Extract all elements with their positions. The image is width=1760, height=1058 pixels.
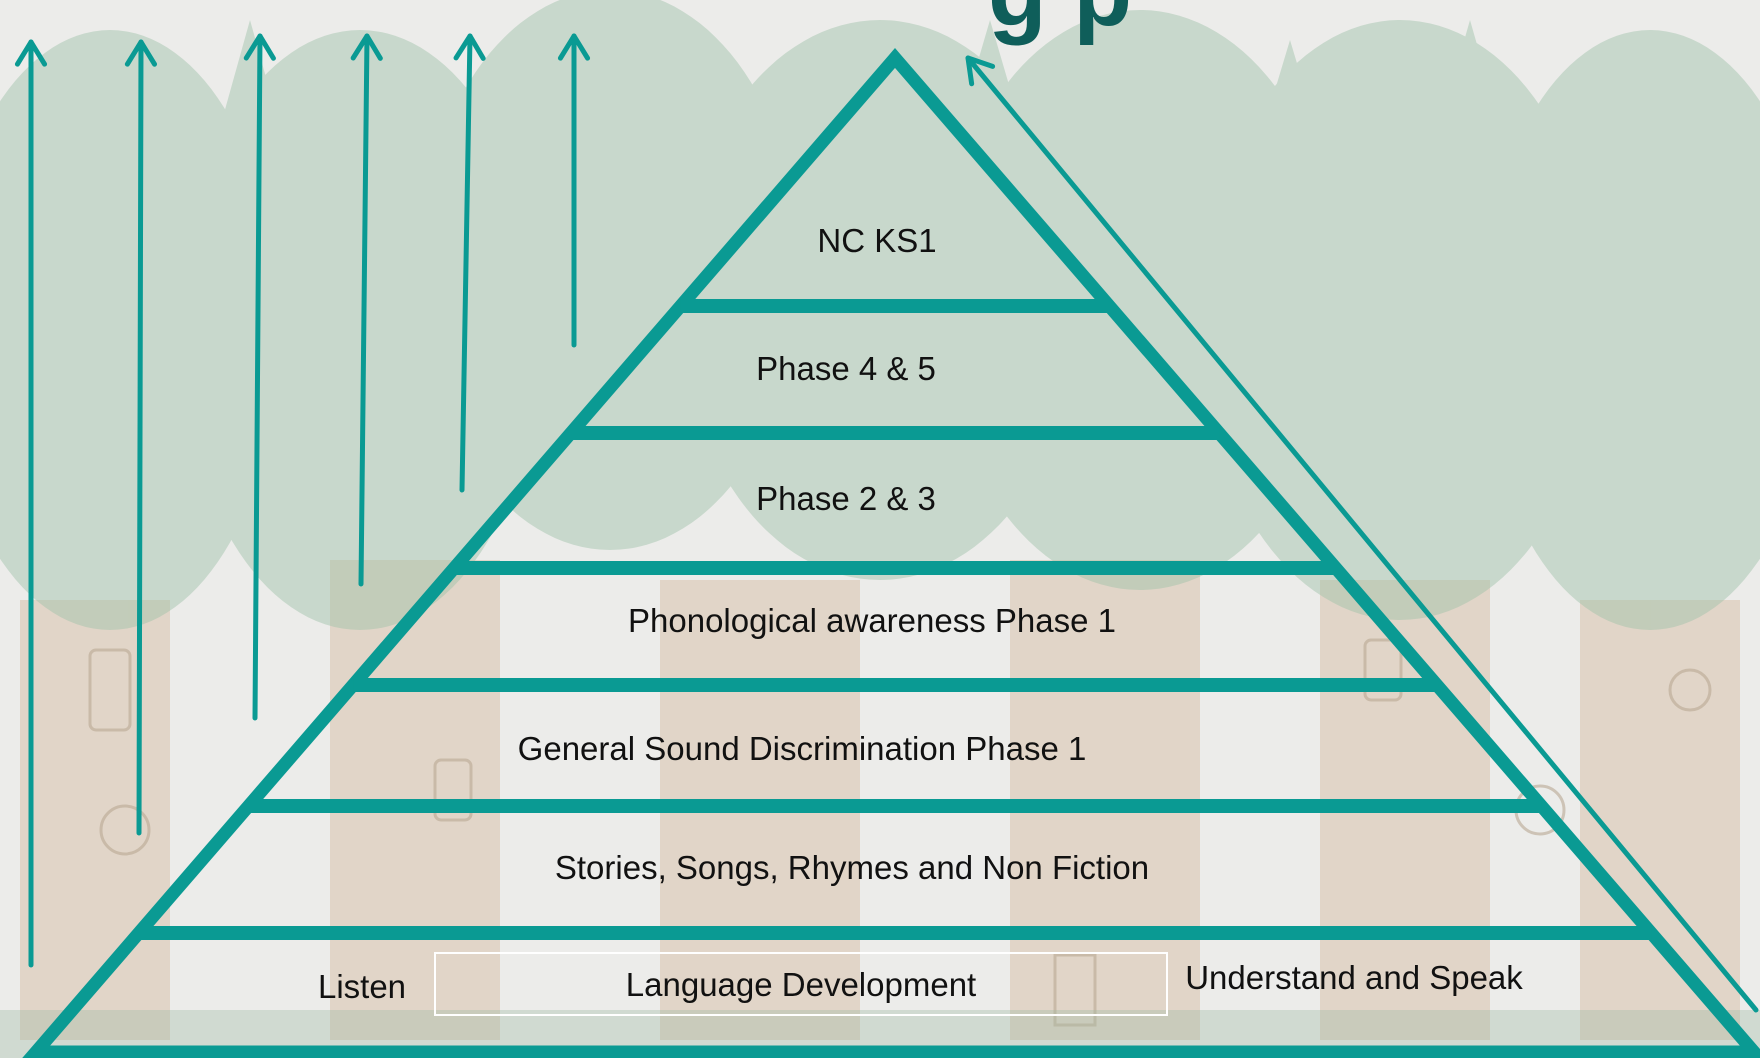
progress-arrow-5-shaft [459,33,473,493]
pyramid-level-4-label: Phonological awareness Phase 1 [628,602,1116,639]
language-development-box [434,952,1168,1016]
pyramid-level-2-label: Phase 4 & 5 [756,350,936,387]
pyramid-level-1-label: NC KS1 [817,222,937,259]
progress-arrow-2-shaft [136,39,144,836]
progress-arrow-5-head [453,33,486,61]
progress-arrow-diagonal-shaft [965,55,1759,1013]
progress-arrow-2-head [124,39,158,67]
base-left-label: Listen [317,968,407,1005]
progress-arrow-diagonal-head [965,55,996,87]
progress-arrow-4-head [350,33,383,61]
slide-title-fragment: g p [988,0,1132,48]
progress-arrow-3-head [243,33,276,61]
pyramid-level-3-label: Phase 2 & 3 [756,480,936,517]
progress-arrow-4-shaft [358,33,370,587]
pyramid-level-6-label: Stories, Songs, Rhymes and Non Fiction [554,849,1150,886]
progress-arrow-6-head [557,33,591,61]
progress-arrow-1-head [14,39,48,67]
pyramid-level-7-label: Language Development [625,966,977,1003]
pyramid-level-5-label: General Sound Discrimination Phase 1 [517,730,1087,767]
pyramid-outline [22,48,1760,1058]
progress-arrow-3-shaft [252,33,263,721]
base-right-label: Understand and Speak [1185,959,1523,996]
